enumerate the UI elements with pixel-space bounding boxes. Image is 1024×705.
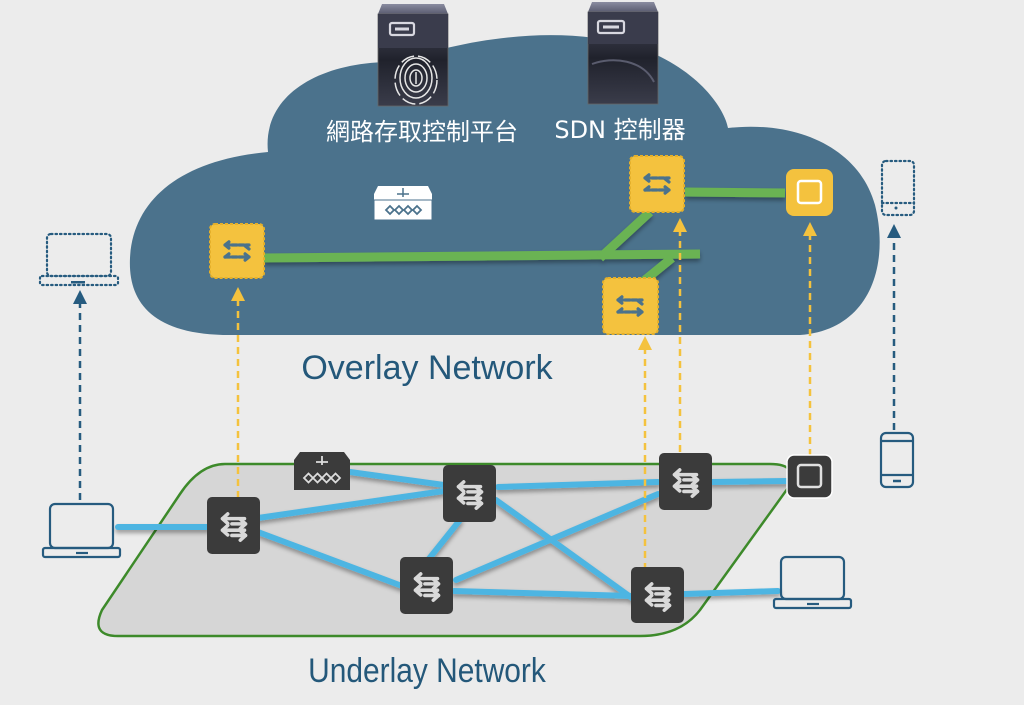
overlay-link: [596, 208, 654, 262]
underlay-link: [255, 488, 447, 521]
overlay-link: [263, 249, 701, 263]
underlay-link: [709, 478, 791, 485]
underlay-network-title: Underlay Network: [308, 651, 547, 689]
overlay-network-title: Overlay Network: [301, 349, 553, 387]
underlay-link: [453, 491, 661, 583]
nac-server-label: 網路存取控制平台: [326, 118, 518, 146]
underlay-links: [115, 469, 791, 601]
underlay-switch[interactable]: [659, 453, 712, 510]
underlay-link: [681, 588, 781, 597]
mapping-arrowheads: [231, 218, 817, 350]
laptop-left-icon[interactable]: [41, 502, 122, 559]
underlay-switch[interactable]: [443, 465, 496, 522]
nac-server[interactable]: [377, 4, 449, 107]
underlay-link: [347, 469, 447, 488]
overlay-switch[interactable]: [602, 277, 659, 335]
overlay-switch[interactable]: [629, 155, 685, 213]
underlay-router[interactable]: [294, 452, 350, 490]
cloud-shape: [129, 35, 880, 335]
underlay-switch[interactable]: [631, 567, 684, 623]
laptop-right-icon[interactable]: [772, 555, 853, 610]
overlay-links: [263, 187, 786, 288]
endpoint-arrows: [78, 238, 896, 500]
underlay-switch[interactable]: [207, 497, 260, 554]
underlay-switch[interactable]: [400, 557, 453, 614]
overlay-router[interactable]: [373, 186, 433, 221]
overlay-switch[interactable]: [209, 223, 265, 279]
overlay-endpoint-port[interactable]: [786, 169, 833, 216]
endpoint-arrowheads: [73, 224, 901, 304]
sdn-controller-server[interactable]: [587, 2, 659, 105]
underlay-link: [493, 497, 635, 601]
virtual-phone-button: [894, 206, 898, 210]
virtual-laptop-trackpad: [71, 281, 85, 284]
overlay-cloud: [129, 35, 880, 335]
sdn-controller-label: SDN 控制器: [554, 116, 685, 144]
virtual-laptop-icon: [38, 232, 120, 287]
fingerprint-icon: [394, 55, 438, 105]
underlay-endpoint-port[interactable]: [786, 454, 833, 499]
underlay-link: [255, 529, 405, 589]
underlay-link: [495, 479, 661, 490]
overlay-link: [684, 187, 786, 198]
phone-icon[interactable]: [879, 431, 915, 489]
underlay-link: [425, 517, 463, 563]
underlay-link: [451, 588, 635, 599]
mapping-arrows: [236, 232, 812, 570]
virtual-phone-icon: [880, 159, 916, 217]
